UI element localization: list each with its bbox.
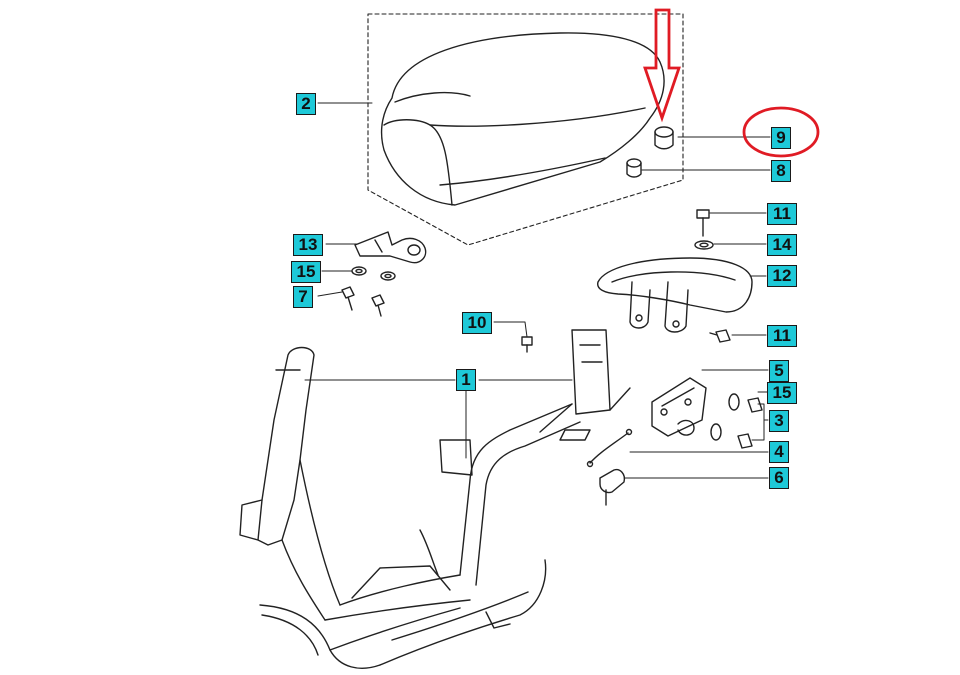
- bolt-part-11-top: [696, 209, 710, 237]
- callout-6: 6: [769, 467, 789, 489]
- seat-group-outline: [367, 13, 684, 246]
- washer-part-14: [694, 240, 714, 250]
- callout-5: 5: [769, 360, 789, 382]
- bumper-part-9: [654, 126, 674, 150]
- callout-11-top: 11: [767, 203, 797, 225]
- callout-11-lower: 11: [767, 325, 797, 347]
- callout-7: 7: [293, 286, 313, 308]
- handle-part-12: [597, 257, 753, 333]
- callout-2: 2: [296, 93, 316, 115]
- callout-3: 3: [769, 410, 789, 432]
- washers-part-15-left: [351, 266, 396, 281]
- callout-1: 1: [456, 369, 476, 391]
- highlight-circle-icon: [742, 106, 820, 158]
- bumper-part-8: [626, 158, 642, 178]
- washers-part-15-right: [710, 393, 740, 441]
- callout-15-right: 15: [767, 382, 797, 404]
- latch-part-5: [651, 377, 707, 437]
- callout-14: 14: [767, 234, 797, 256]
- bracket-part-13: [354, 231, 427, 264]
- cable-part-4: [586, 428, 633, 468]
- highlight-markers: [643, 8, 820, 158]
- bolts-part-3: [737, 397, 763, 449]
- seat-drawing: [380, 32, 665, 206]
- bolts-part-7: [341, 286, 385, 317]
- bolt-part-11-lower: [709, 329, 731, 343]
- callout-12: 12: [767, 265, 797, 287]
- callout-13: 13: [293, 234, 323, 256]
- down-arrow-icon: [643, 8, 681, 123]
- bolt-part-10: [521, 336, 533, 353]
- callout-10: 10: [462, 312, 492, 334]
- callout-9: 9: [771, 127, 791, 149]
- lock-part-6: [599, 468, 626, 506]
- frame-part-1: [239, 329, 631, 669]
- callout-15-left: 15: [291, 261, 321, 283]
- leader-lines: [304, 102, 771, 479]
- callout-4: 4: [769, 441, 789, 463]
- callout-8: 8: [771, 160, 791, 182]
